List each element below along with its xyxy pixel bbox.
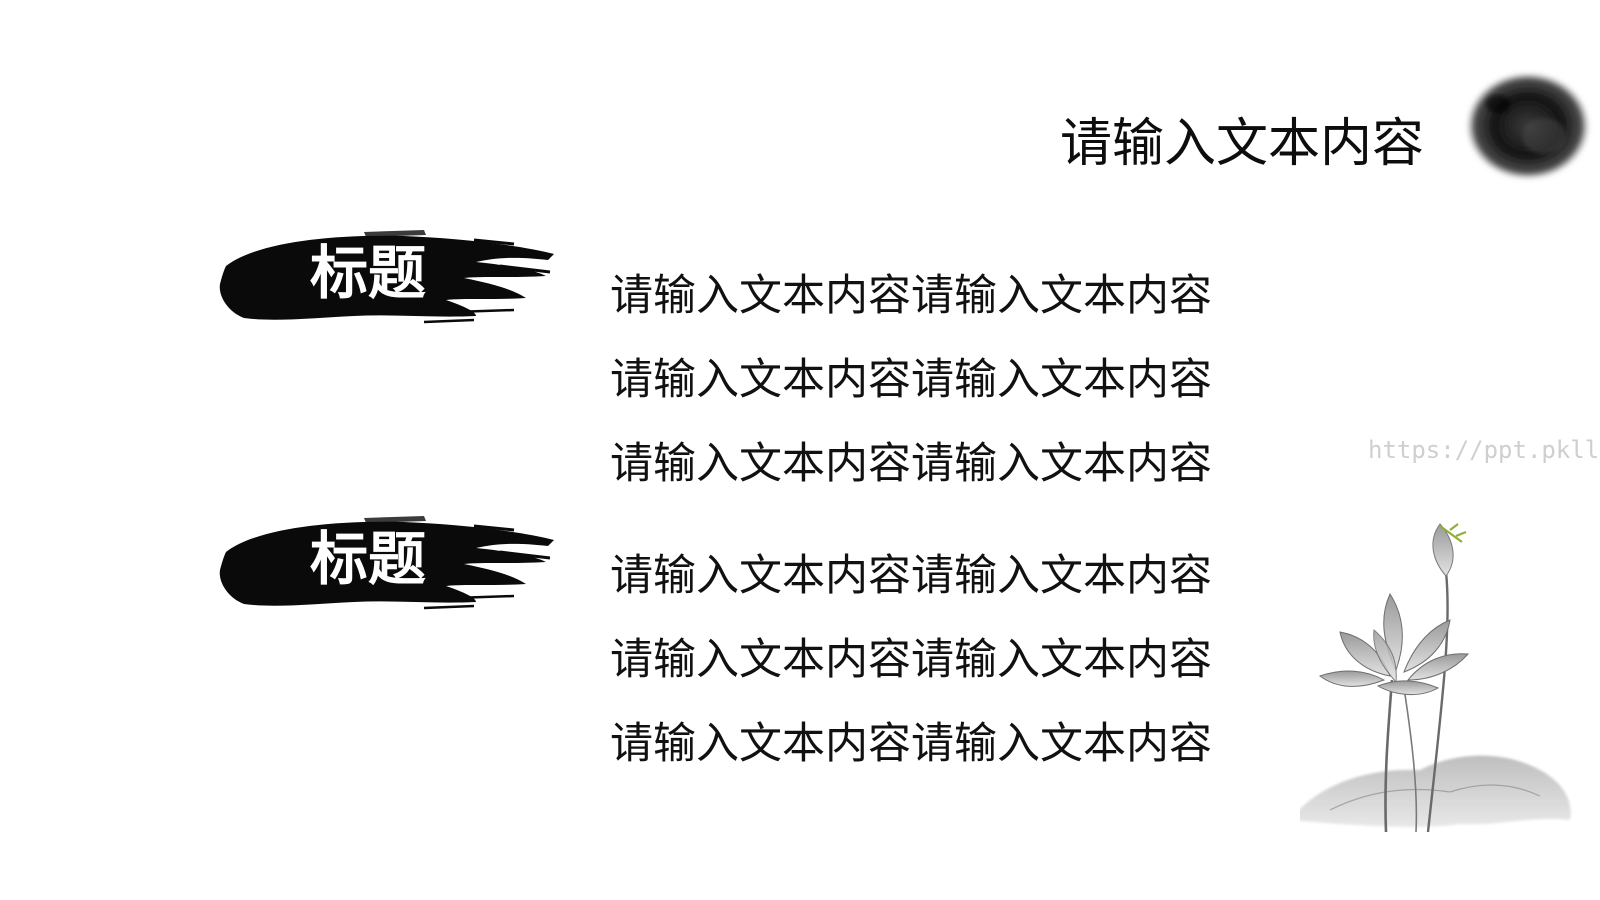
list-item[interactable]: 请输入文本内容请输入文本内容	[610, 439, 1212, 489]
brush-stroke-icon	[219, 230, 555, 324]
section-label-brush: 标题	[214, 512, 564, 622]
section-label[interactable]: 标题	[310, 525, 427, 593]
page-title[interactable]: 请输入文本内容	[1060, 114, 1425, 174]
text-list: 请输入文本内容请输入文本内容 请输入文本内容请输入文本内容 请输入文本内容请输入…	[610, 254, 1212, 506]
list-item[interactable]: 请输入文本内容请输入文本内容	[610, 551, 1212, 601]
ink-blot-icon	[1458, 64, 1598, 194]
list-item[interactable]: 请输入文本内容请输入文本内容	[610, 719, 1212, 769]
watermark: https://ppt.pkll.de	[1368, 436, 1600, 464]
section-label[interactable]: 标题	[310, 239, 427, 307]
section-label-brush: 标题	[214, 226, 564, 336]
text-list: 请输入文本内容请输入文本内容 请输入文本内容请输入文本内容 请输入文本内容请输入…	[610, 534, 1212, 786]
brush-stroke-icon	[219, 516, 555, 610]
list-item[interactable]: 请输入文本内容请输入文本内容	[610, 271, 1212, 321]
lotus-illustration-icon	[1290, 520, 1580, 850]
list-item[interactable]: 请输入文本内容请输入文本内容	[610, 355, 1212, 405]
list-item[interactable]: 请输入文本内容请输入文本内容	[610, 635, 1212, 685]
